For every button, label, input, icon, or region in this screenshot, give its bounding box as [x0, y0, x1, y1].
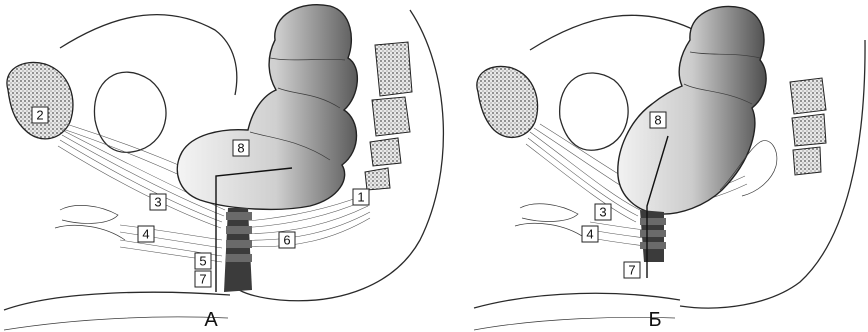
callout-7: 7: [195, 271, 211, 287]
sacral-vertebrae-a: [365, 42, 412, 190]
svg-text:3: 3: [599, 205, 606, 220]
svg-text:8: 8: [654, 113, 661, 128]
rectum-sigmoid-b: [618, 6, 766, 262]
svg-text:3: 3: [154, 195, 161, 210]
callout-7: 7: [624, 262, 640, 278]
svg-text:6: 6: [283, 233, 290, 248]
callout-6: 6: [279, 232, 295, 248]
callout-5: 5: [195, 253, 211, 269]
rectum-sigmoid-a: [177, 5, 357, 292]
callout-2: 2: [32, 107, 48, 123]
callout-8: 8: [233, 140, 249, 156]
svg-text:7: 7: [199, 272, 206, 287]
sacral-vertebrae-b: [790, 78, 826, 175]
panel-b-label: Б: [648, 309, 661, 331]
callout-3: 3: [150, 194, 166, 210]
callout-1: 1: [353, 189, 369, 205]
callout-3: 3: [595, 204, 611, 220]
svg-text:8: 8: [237, 141, 244, 156]
svg-text:4: 4: [586, 227, 593, 242]
pubic-bone-section-a: [7, 62, 73, 138]
callout-8: 8: [650, 112, 666, 128]
svg-text:7: 7: [628, 263, 635, 278]
panel-a: 1 2 3 4 5 6 7 8 А: [4, 5, 443, 331]
svg-text:4: 4: [142, 227, 149, 242]
panel-b: 3 4 7 8 Б: [474, 6, 865, 331]
svg-text:1: 1: [357, 190, 364, 205]
panel-a-label: А: [204, 309, 218, 331]
pubic-bone-section-b: [477, 66, 538, 137]
callout-4: 4: [138, 226, 154, 242]
svg-text:2: 2: [36, 108, 43, 123]
callout-4: 4: [582, 226, 598, 242]
svg-text:5: 5: [199, 254, 206, 269]
